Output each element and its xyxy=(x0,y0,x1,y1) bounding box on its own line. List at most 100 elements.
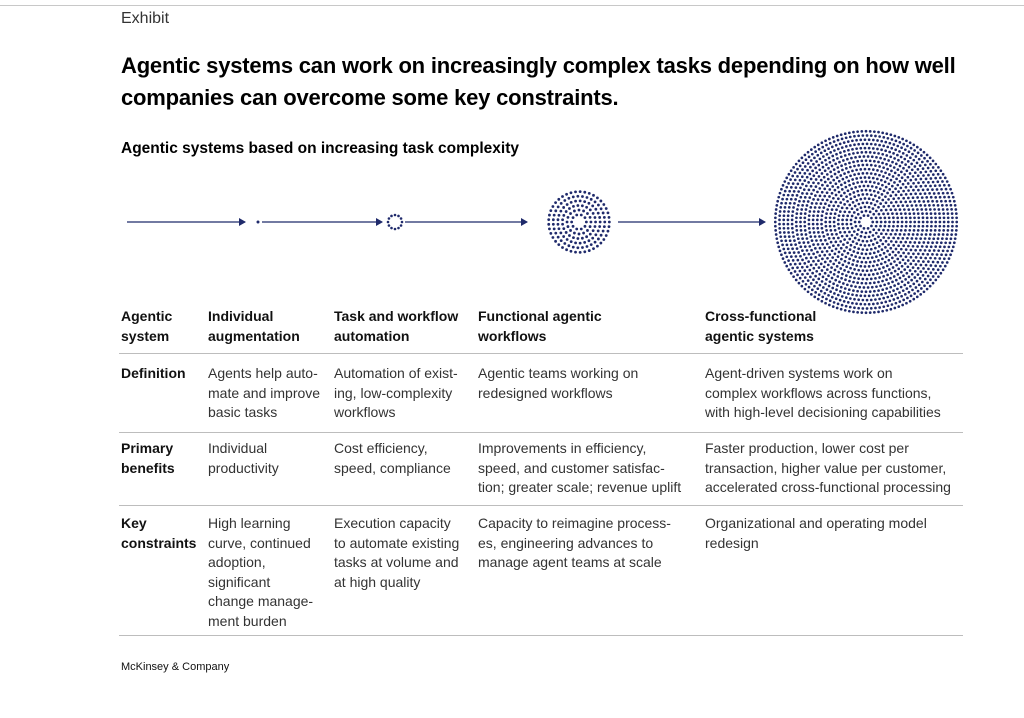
agent-dot xyxy=(878,306,881,309)
agent-dot xyxy=(931,188,934,192)
agent-dot xyxy=(821,145,825,149)
agent-dot xyxy=(568,207,571,210)
agent-dot xyxy=(808,245,812,248)
agent-dot xyxy=(817,210,820,213)
agent-dot xyxy=(833,228,837,232)
agent-dot xyxy=(774,224,777,228)
agent-dot xyxy=(864,159,868,163)
agent-dot xyxy=(869,134,873,137)
agent-dot xyxy=(857,134,860,138)
agent-dot xyxy=(781,197,784,201)
agent-dot xyxy=(865,192,869,196)
agent-dot xyxy=(847,152,851,156)
agent-dot xyxy=(927,181,930,184)
agent-dot xyxy=(874,143,877,146)
agent-dot xyxy=(824,202,827,206)
agent-dot xyxy=(922,150,926,154)
agent-dot xyxy=(803,179,807,182)
agent-dot xyxy=(909,185,913,189)
agent-dot xyxy=(825,229,828,232)
agent-dot xyxy=(587,249,591,252)
agent-dot xyxy=(890,271,893,275)
agent-dot xyxy=(912,297,916,301)
agent-dot xyxy=(931,268,935,271)
agent-dot xyxy=(824,238,827,242)
agent-dot xyxy=(894,162,898,166)
agent-dot xyxy=(808,172,812,176)
agent-dot xyxy=(916,233,919,236)
agent-dot xyxy=(812,278,815,282)
agent-dot xyxy=(789,243,793,247)
dot-cluster-cross-functional-agentic-systems xyxy=(773,129,959,315)
agent-dot xyxy=(812,214,815,218)
agent-dot xyxy=(816,243,820,246)
agent-dot xyxy=(934,216,937,220)
agent-dot xyxy=(812,243,815,246)
agent-dot xyxy=(853,143,856,147)
agent-dot xyxy=(828,303,831,307)
agent-dot xyxy=(875,220,879,224)
agent-dot xyxy=(818,246,822,250)
agent-dot xyxy=(894,208,897,212)
agent-dot xyxy=(399,217,403,220)
agent-dot xyxy=(861,142,865,146)
agent-dot xyxy=(897,267,901,271)
agent-dot xyxy=(939,199,943,203)
agent-dot xyxy=(916,266,920,270)
agent-dot xyxy=(865,201,869,205)
agent-dot xyxy=(891,266,895,269)
agent-dot xyxy=(850,214,854,218)
agent-dot xyxy=(859,176,863,180)
agent-dot xyxy=(856,310,859,314)
agent-dot xyxy=(879,220,883,224)
agent-dot xyxy=(878,253,882,257)
agent-dot xyxy=(877,289,880,292)
agent-dot xyxy=(812,259,815,263)
agent-dot xyxy=(792,190,796,193)
agent-dot xyxy=(837,214,841,218)
agent-dot xyxy=(783,210,786,213)
agent-dot xyxy=(847,170,850,174)
agent-dot xyxy=(936,172,940,176)
agent-dot xyxy=(877,212,881,216)
agent-dot xyxy=(845,206,849,210)
agent-dot xyxy=(798,241,801,245)
agent-dot xyxy=(954,212,958,215)
agent-dot xyxy=(816,190,819,194)
agent-dot xyxy=(807,285,811,289)
table-cell: Execution capacity to automate existing … xyxy=(334,515,460,590)
agent-dot xyxy=(873,289,876,293)
agent-dot xyxy=(867,138,871,142)
agent-dot xyxy=(894,148,898,152)
agent-dot xyxy=(573,209,576,213)
agent-dot xyxy=(878,267,881,271)
agent-dot xyxy=(795,247,799,250)
agent-dot xyxy=(866,256,870,260)
agent-dot xyxy=(569,249,573,253)
agent-dot xyxy=(919,248,922,252)
agent-dot xyxy=(899,228,903,232)
agent-dot xyxy=(920,160,924,164)
agent-dot xyxy=(778,222,781,226)
agent-dot xyxy=(843,191,846,195)
agent-dot xyxy=(877,205,880,209)
agent-dot xyxy=(866,155,870,158)
agent-dot xyxy=(875,155,878,159)
table-cell: Capacity to reimagine process- es, engin… xyxy=(478,515,671,570)
agent-dot xyxy=(818,157,822,161)
agent-dot xyxy=(592,193,595,197)
agent-dot xyxy=(884,239,888,243)
agent-dot xyxy=(569,191,573,195)
agent-dot xyxy=(846,251,850,255)
table-cell: Agentic teams working on redesigned work… xyxy=(478,365,639,401)
agent-dot xyxy=(792,235,795,238)
agent-dot xyxy=(876,168,879,172)
agent-dot xyxy=(909,294,913,298)
agent-dot xyxy=(888,188,892,191)
agent-dot xyxy=(924,233,928,236)
agent-dot xyxy=(839,155,843,159)
agent-dot xyxy=(778,218,781,222)
agent-dot xyxy=(583,216,587,220)
agent-dot xyxy=(838,210,842,213)
agent-dot xyxy=(870,155,874,159)
